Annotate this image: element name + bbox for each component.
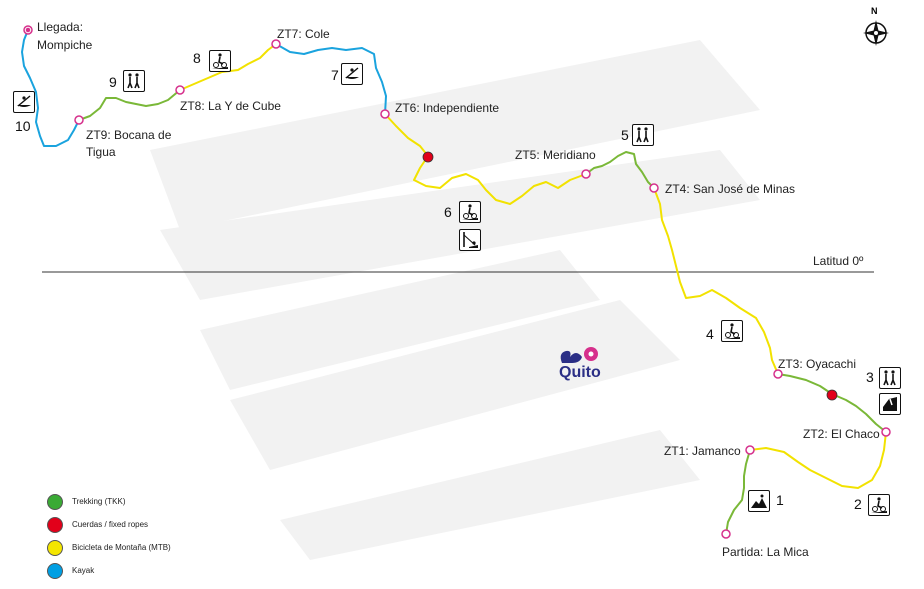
stage-number-9: 9	[109, 74, 117, 90]
legend-swatch	[47, 516, 63, 533]
checkpoint-zt6	[380, 109, 390, 119]
kayak-icon	[13, 91, 35, 113]
legend-label: Cuerdas / fixed ropes	[72, 520, 149, 529]
legend-item-kayak: Kayak	[47, 559, 171, 582]
label-zt2: ZT2: El Chaco	[803, 427, 880, 441]
watermark	[150, 40, 760, 560]
mountain-bike-icon	[868, 494, 890, 516]
logo-text: Quito	[559, 364, 601, 381]
route-mtb-6	[384, 113, 587, 205]
label-zt1: ZT1: Jamanco	[664, 444, 741, 458]
checkpoint-zt9	[74, 115, 84, 125]
label-zt6: ZT6: Independiente	[395, 101, 500, 115]
stage-number-10: 10	[15, 118, 31, 134]
label-zt9-2: Tigua	[86, 145, 116, 159]
legend-label: Kayak	[72, 566, 95, 575]
label-llegada-1: Llegada:	[37, 20, 84, 34]
label-zt9-1: ZT9: Bocana de	[86, 128, 172, 142]
mountain-bike-icon	[459, 201, 481, 223]
stage-number-3: 3	[866, 369, 874, 385]
stage-number-7: 7	[331, 67, 339, 83]
compass: N	[862, 6, 890, 48]
checkpoint-zt8	[175, 85, 185, 95]
checkpoint-zt4	[649, 183, 659, 193]
legend-swatch	[47, 493, 63, 510]
route-kayak-7	[275, 43, 387, 115]
mountain-bike-icon	[209, 50, 231, 72]
checkpoint-zt1	[745, 445, 755, 455]
stage-number-8: 8	[193, 50, 201, 66]
stage-number-2: 2	[854, 496, 862, 512]
legend: Trekking (TKK) Cuerdas / fixed ropes Bic…	[47, 490, 171, 582]
kayak-icon	[341, 63, 363, 85]
legend-swatch	[47, 562, 63, 579]
route-kayak-10	[21, 29, 80, 147]
checkpoint-zt5	[581, 169, 591, 179]
label-zt3: ZT3: Oyacachi	[778, 357, 857, 371]
route-trekking-3	[777, 373, 887, 433]
route-trekking-1	[725, 449, 751, 535]
checkpoint-zt3	[773, 369, 783, 379]
mountain-bike-icon	[721, 320, 743, 342]
legend-item-mtb: Bicicleta de Montaña (MTB)	[47, 536, 171, 559]
legend-swatch	[47, 539, 63, 556]
checkpoint-zt2	[881, 427, 891, 437]
label-zt4: ZT4: San José de Minas	[665, 182, 796, 196]
ropes-marker-b	[826, 389, 838, 401]
climbing-icon	[748, 490, 770, 512]
quito-logo: Quito	[556, 343, 616, 383]
label-latitude: Latitud 0º	[813, 254, 864, 268]
label-zt5: ZT5: Meridiano	[515, 148, 596, 162]
trekking-icon	[879, 367, 901, 389]
label-partida: Partida: La Mica	[722, 545, 809, 559]
route-mtb-2	[749, 431, 887, 489]
route-trekking-5	[585, 151, 655, 189]
checkpoint-zt7	[271, 39, 281, 49]
checkpoint-llegada-inner	[25, 27, 31, 33]
legend-item-ropes: Cuerdas / fixed ropes	[47, 513, 171, 536]
checkpoint-partida	[721, 529, 731, 539]
stage-number-1: 1	[776, 492, 784, 508]
label-llegada-2: Mompiche	[37, 38, 93, 52]
rappel-icon	[459, 229, 481, 251]
trekking-icon	[123, 70, 145, 92]
ropes-marker-a	[422, 151, 434, 163]
trekking-icon	[632, 124, 654, 146]
stage-number-4: 4	[706, 326, 714, 342]
legend-item-trekking: Trekking (TKK)	[47, 490, 171, 513]
route-mtb-4	[653, 187, 779, 375]
compass-rose-icon	[863, 20, 889, 46]
route-mtb-8	[179, 43, 277, 91]
ropes-icon	[879, 393, 901, 415]
stage-number-5: 5	[621, 127, 629, 143]
route-trekking-9	[78, 89, 181, 121]
label-zt8: ZT8: La Y de Cube	[180, 99, 281, 113]
stage-number-6: 6	[444, 204, 452, 220]
legend-label: Trekking (TKK)	[72, 497, 126, 506]
label-zt7: ZT7: Cole	[277, 27, 330, 41]
legend-label: Bicicleta de Montaña (MTB)	[72, 543, 171, 552]
compass-north-label: N	[871, 6, 878, 16]
